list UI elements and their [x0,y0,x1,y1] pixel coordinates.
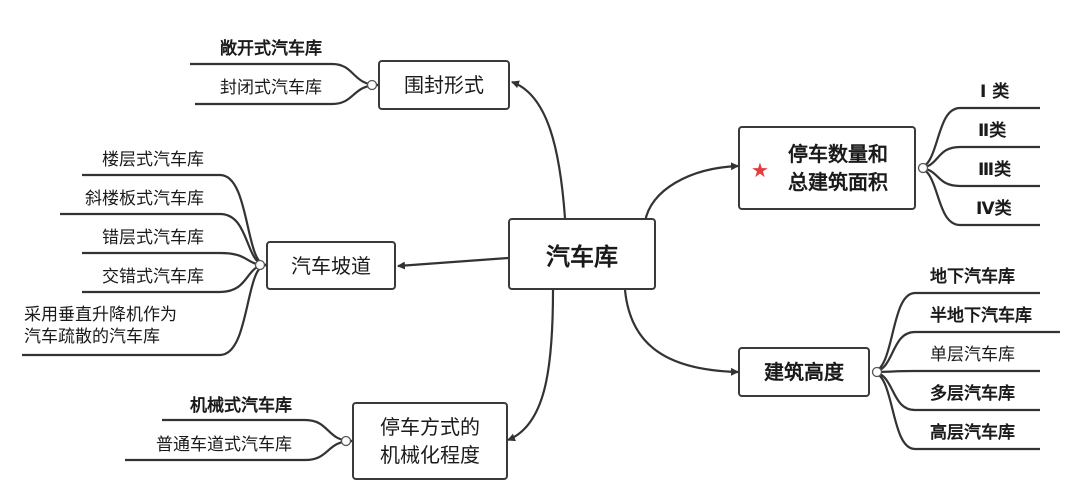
leaf-class-3[interactable]: Ⅲ类 [978,160,1012,180]
junction-ramp [254,259,266,271]
branch-ramp[interactable]: 汽车坡道 [266,241,396,290]
junction-capacity [917,162,929,174]
branch-capacity-line1: 停车数量和 [788,142,888,166]
connector-root-capacity [643,162,739,223]
leaf-split-level-garage[interactable]: 错层式汽车库 [102,228,204,248]
connector-root-enclosure [511,80,567,219]
branch-enclosure-label: 围封形式 [404,73,484,97]
branch-ramp-label: 汽车坡道 [291,253,371,278]
leaf-elevator-garage-line1: 采用垂直升降机作为 [24,305,177,325]
leaf-elevator-garage-line2: 汽车疏散的汽车库 [24,327,160,347]
root-label: 汽车库 [546,242,618,271]
branch-enclosure[interactable]: 围封形式 [378,60,510,110]
leaf-closed-garage[interactable]: 封闭式汽车库 [220,78,322,98]
leaf-open-garage[interactable]: 敞开式汽车库 [220,39,322,59]
junction-height [871,366,883,378]
branch-height[interactable]: 建筑高度 [738,347,870,397]
leaf-single-story-garage[interactable]: 单层汽车库 [930,345,1015,365]
leaf-class-4[interactable]: Ⅳ类 [976,199,1012,219]
leaf-staggered-garage[interactable]: 交错式汽车库 [102,267,204,287]
leaf-class-1[interactable]: Ⅰ 类 [980,82,1010,102]
branch-capacity[interactable]: 停车数量和 总建筑面积 [738,126,916,210]
junction-mechanical [340,435,352,447]
leaf-sloped-floor-garage[interactable]: 斜楼板式汽车库 [85,189,204,209]
branch-mechanical-line2: 机械化程度 [380,443,480,467]
connector-root-mechanical [507,289,555,442]
branch-mechanical-line1: 停车方式的 [380,415,480,439]
root-node[interactable]: 汽车库 [508,218,656,290]
leaf-floor-ramp-garage[interactable]: 楼层式汽车库 [102,150,204,170]
leaf-semi-underground-garage[interactable]: 半地下汽车库 [930,306,1032,326]
branch-height-label: 建筑高度 [764,360,844,384]
connector-root-height [623,289,739,376]
branch-capacity-line2: 总建筑面积 [788,170,888,194]
branch-mechanical[interactable]: 停车方式的 机械化程度 [352,402,508,480]
leaf-high-rise-garage[interactable]: 高层汽车库 [930,423,1015,443]
leaf-driveway-garage[interactable]: 普通车道式汽车库 [156,435,292,455]
junction-enclosure [366,79,378,91]
leaf-mechanical-garage[interactable]: 机械式汽车库 [190,396,292,416]
leaf-elevator-garage[interactable]: 采用垂直升降机作为 汽车疏散的汽车库 [24,304,177,348]
leaf-class-2[interactable]: Ⅱ类 [978,121,1007,141]
connector-root-ramp [397,256,509,270]
red-star-icon: ★ [751,158,769,182]
leaf-multi-story-garage[interactable]: 多层汽车库 [930,384,1015,404]
leaf-underground-garage[interactable]: 地下汽车库 [930,267,1015,287]
